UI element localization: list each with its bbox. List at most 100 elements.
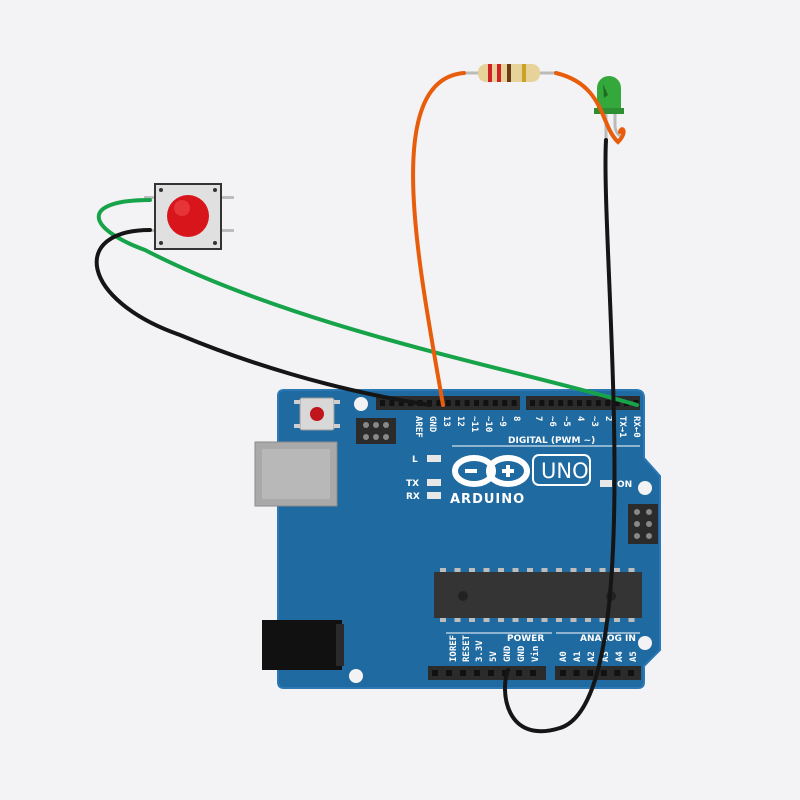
header-socket[interactable] [432,670,438,676]
header-socket[interactable] [530,670,536,676]
analog-pin-label: A4 [615,651,625,662]
pushbutton[interactable] [144,183,234,250]
model-label: UNO [541,459,589,483]
chip-pin [498,618,504,622]
chip-pin [469,568,475,572]
chip-pin [541,568,548,572]
tx-label: TX [406,479,419,489]
digital-pin-label: 13 [441,416,451,427]
header-socket[interactable] [511,400,517,406]
header-socket[interactable] [587,670,594,676]
header-socket[interactable] [595,400,601,406]
header-socket[interactable] [474,670,480,676]
header-socket[interactable] [455,400,461,406]
digital-label: DIGITAL (PWM ~) [508,436,595,446]
header-socket[interactable] [398,400,404,406]
header-socket[interactable] [464,400,470,406]
chip-pin [454,568,461,572]
header-socket[interactable] [474,400,479,406]
chip-pin [512,568,519,572]
chip-pin [527,618,533,622]
analog-pin-label: A2 [587,651,597,662]
header-socket[interactable] [548,400,554,406]
mount-hole [349,669,363,683]
chip-pin [556,568,562,572]
header-socket[interactable] [516,670,522,676]
digital-pin-label: TX→1 [617,416,627,438]
header-socket[interactable] [628,670,634,676]
arduino-logo [452,455,530,487]
mount-hole [638,636,652,650]
header-socket[interactable] [460,670,466,676]
chip-pin [483,618,490,622]
digital-pin-label: 7 [533,416,543,421]
header-socket[interactable] [389,400,395,406]
header-socket[interactable] [445,400,451,406]
mount-hole [638,481,652,495]
rx-led [427,492,441,499]
resistor[interactable] [462,64,556,82]
icsp-header-top [356,418,396,444]
black-wire-led[interactable] [503,138,617,733]
header-socket[interactable] [567,400,573,406]
header-socket[interactable] [600,670,607,676]
header-socket[interactable] [614,400,620,406]
chip-pin [628,618,635,622]
orange-wire[interactable] [411,71,466,407]
header-socket[interactable] [577,400,582,406]
chip-pin [570,568,577,572]
digital-pin-label: 4 [575,416,585,422]
header-socket[interactable] [586,400,592,406]
header-socket[interactable] [488,670,494,676]
analog-pin-label: A1 [573,651,583,662]
green-wire[interactable] [97,198,639,407]
on-led [600,480,612,487]
header-socket[interactable] [614,670,621,676]
power-pin-label: Vin [530,646,541,662]
header-socket[interactable] [530,400,535,406]
analog-label: ANALOG IN [580,634,636,644]
reset-button[interactable] [294,397,340,431]
chip-pin [570,618,577,622]
mount-hole [354,397,368,411]
tx-led [427,479,441,486]
chip-pin [585,618,591,622]
header-socket[interactable] [446,670,452,676]
header-socket[interactable] [558,400,564,406]
chip-pin [585,568,591,572]
digital-pin-label: ~11 [469,416,479,432]
header-socket[interactable] [605,400,611,406]
header-socket[interactable] [539,400,545,406]
analog-pin-label: A5 [629,651,639,662]
header-socket[interactable] [573,670,580,676]
l-label: L [412,455,418,465]
orange-wire-led[interactable] [554,71,626,145]
chip-pin [454,618,461,622]
power-pin-label: IOREF [449,635,459,662]
header-socket[interactable] [483,400,489,406]
chip-pin [541,618,548,622]
header-socket[interactable] [436,400,442,406]
chip-pin [556,618,562,622]
header-socket[interactable] [502,400,508,406]
digital-pin-label: AREF [413,416,423,438]
digital-pin-label: RX←0 [631,416,641,438]
header-socket[interactable] [492,400,498,406]
black-wire-button[interactable] [94,228,432,407]
power-pin-label: RESET [462,634,472,662]
resistor-band [522,64,526,82]
power-pin-label: 3.3V [475,640,485,662]
header-socket[interactable] [560,670,566,676]
chip-pin [440,618,446,622]
chip-pin [483,568,490,572]
power-header [428,666,546,680]
on-label: ON [617,480,632,490]
rx-label: RX [406,492,420,502]
digital-pin-label: ~9 [497,416,507,427]
digital-pin-label: ~5 [561,416,571,427]
usb-port [254,441,338,507]
header-socket[interactable] [380,400,385,406]
